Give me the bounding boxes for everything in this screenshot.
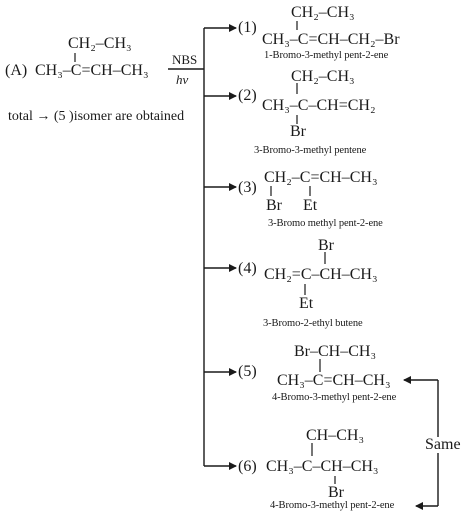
product-1-index: (1) — [238, 19, 257, 36]
product-5-line2: CH₃–C=CH–CH₃ — [277, 372, 391, 389]
product-3-name: 3-Bromo methyl pent-2-ene — [268, 218, 383, 229]
product-5-index: (5) — [238, 363, 257, 380]
product-4-name: 3-Bromo-2-ethyl butene — [263, 318, 363, 329]
reactant-branch: CH₂–CH₃ — [68, 35, 132, 52]
product-3-index: (3) — [238, 179, 257, 196]
reactant-main-chain: CH₃–C=CH–CH₃ — [35, 62, 149, 79]
product-6-name: 4-Bromo-3-methyl pent-2-ene — [270, 500, 395, 511]
product-3-line1: CH₂–C=CH–CH₃ — [264, 169, 378, 186]
product-3-et: Et — [303, 197, 318, 214]
product-6-line1: CH–CH₃ — [306, 427, 365, 444]
product-2-name: 3-Bromo-3-methyl pentene — [254, 145, 367, 156]
product-4-br: Br — [318, 237, 334, 254]
product-2-br: Br — [290, 123, 306, 140]
product-1-name: 1-Bromo-3-methyl pent-2-ene — [264, 50, 389, 61]
product-6-line2: CH₃–C–CH–CH₃ — [266, 458, 379, 475]
product-5-line1: Br–CH–CH₃ — [294, 343, 377, 360]
product-5-name: 4-Bromo-3-methyl pent-2-ene — [272, 392, 397, 403]
product-2-line1: CH₂–CH₃ — [291, 68, 355, 85]
product-6-br: Br — [328, 484, 344, 501]
product-1-line2: CH₃–C=CH–CH₂–Br — [262, 31, 400, 48]
product-3-br: Br — [266, 197, 282, 214]
product-6-index: (6) — [238, 458, 257, 475]
product-4-et: Et — [299, 295, 314, 312]
product-1-line1: CH₂–CH₃ — [291, 4, 355, 21]
isomer-summary: total → (5 )isomer are obtained — [8, 109, 185, 124]
product-4-index: (4) — [238, 260, 257, 277]
reagent-top: NBS — [172, 52, 198, 67]
product-2-line2: CH₃–C–CH=CH₂ — [262, 97, 376, 114]
product-2-index: (2) — [238, 87, 257, 104]
reagent-bottom: hv — [176, 72, 189, 87]
reactant-label: (A) — [5, 62, 28, 79]
same-label: Same — [424, 436, 462, 453]
product-4-line2: CH₂=C–CH–CH₃ — [264, 266, 378, 283]
